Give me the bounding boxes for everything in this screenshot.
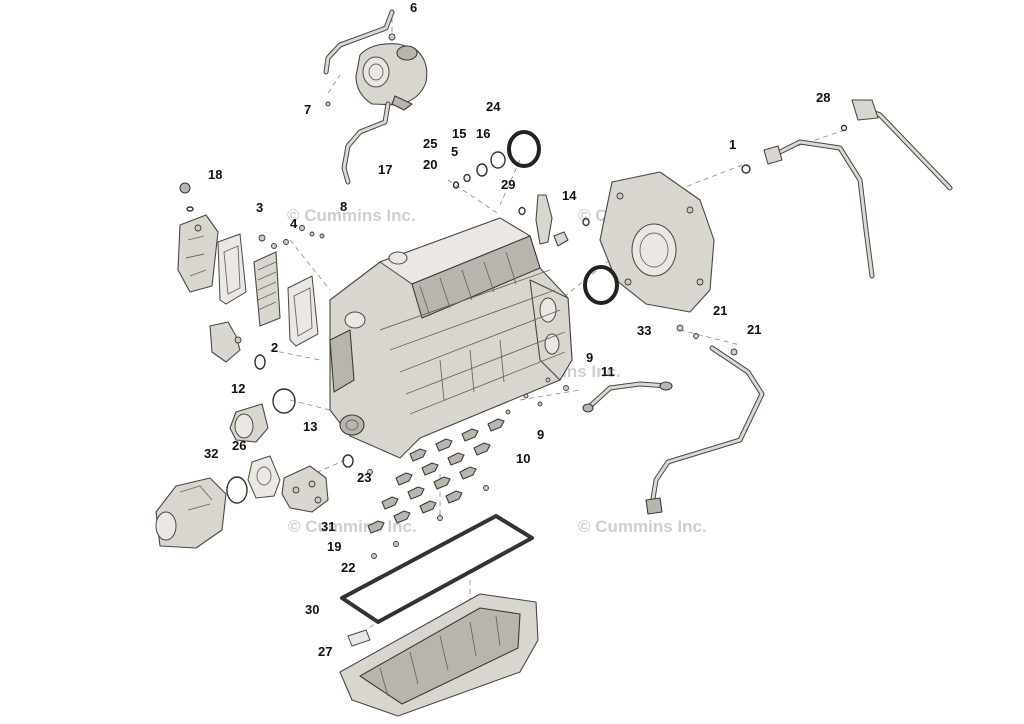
callout-27: 27 bbox=[318, 644, 332, 659]
water-pump-assembly bbox=[209, 321, 296, 443]
nozzle-fitting bbox=[393, 510, 411, 524]
nozzle-fitting bbox=[409, 448, 427, 462]
nozzle-fitting bbox=[461, 428, 479, 442]
callout-6: 6 bbox=[410, 0, 417, 15]
callout-31: 31 bbox=[321, 519, 335, 534]
nozzle-fitting bbox=[407, 486, 425, 500]
callout-3: 3 bbox=[256, 200, 263, 215]
callout-29: 29 bbox=[501, 177, 515, 192]
callout-5: 5 bbox=[451, 144, 458, 159]
callout-4: 4 bbox=[290, 216, 298, 231]
callout-12: 12 bbox=[231, 381, 245, 396]
nozzle-fitting bbox=[421, 462, 439, 476]
nozzle-bolt bbox=[371, 553, 377, 559]
callout-17: 17 bbox=[378, 162, 392, 177]
nozzle-fitting bbox=[419, 500, 437, 514]
nozzle-fitting bbox=[395, 472, 413, 486]
callout-21-right: 21 bbox=[747, 322, 761, 337]
nozzle-bolt bbox=[367, 469, 373, 475]
nozzle-fitting bbox=[459, 466, 477, 480]
dipstick-assembly bbox=[741, 99, 953, 279]
oil-cooler-assembly bbox=[177, 182, 325, 347]
callout-18: 18 bbox=[208, 167, 222, 182]
callout-23: 23 bbox=[357, 470, 371, 485]
nozzle-fitting bbox=[435, 438, 453, 452]
callout-8: 8 bbox=[340, 199, 347, 214]
callout-7: 7 bbox=[304, 102, 311, 117]
callout-30: 30 bbox=[305, 602, 319, 617]
callout-15: 15 bbox=[452, 126, 466, 141]
callout-10: 10 bbox=[516, 451, 530, 466]
nozzle-fitting bbox=[447, 452, 465, 466]
nozzle-fitting bbox=[445, 490, 463, 504]
nozzle-bolt bbox=[437, 515, 443, 521]
callout-33: 33 bbox=[637, 323, 651, 338]
callout-11: 11 bbox=[601, 364, 615, 379]
callout-14: 14 bbox=[562, 188, 577, 203]
callout-28: 28 bbox=[816, 90, 830, 105]
watermark-bottom-right: © Cummins Inc. bbox=[578, 517, 707, 536]
callout-25: 25 bbox=[423, 136, 437, 151]
callout-13: 13 bbox=[303, 419, 317, 434]
nozzle-bolt bbox=[483, 485, 489, 491]
nozzle-fitting bbox=[487, 418, 505, 432]
watermark-bottom-left: © Cummins Inc. bbox=[288, 517, 417, 536]
piston-cooling-nozzles bbox=[367, 418, 505, 559]
oil-return-tube bbox=[645, 324, 765, 515]
nozzle-fitting bbox=[473, 442, 491, 456]
callout-9-lower: 9 bbox=[537, 427, 544, 442]
callout-16: 16 bbox=[476, 126, 490, 141]
engine-block bbox=[329, 217, 573, 459]
callout-26: 26 bbox=[232, 438, 246, 453]
callout-21-left: 21 bbox=[713, 303, 727, 318]
fuel-pump-assembly bbox=[155, 454, 354, 549]
callout-19: 19 bbox=[327, 539, 341, 554]
callout-1: 1 bbox=[729, 137, 736, 152]
callout-32: 32 bbox=[204, 446, 218, 461]
callout-9-upper: 9 bbox=[586, 350, 593, 365]
callout-24: 24 bbox=[486, 99, 501, 114]
callout-20: 20 bbox=[423, 157, 437, 172]
nozzle-fitting bbox=[381, 496, 399, 510]
callout-labels: 1 2 3 4 5 6 7 8 9 9 10 11 12 13 14 15 16… bbox=[204, 0, 830, 659]
watermark-top-left: © Cummins Inc. bbox=[287, 206, 416, 225]
nozzle-bolt bbox=[393, 541, 399, 547]
callout-2: 2 bbox=[271, 340, 278, 355]
turbocharger-assembly bbox=[323, 9, 428, 185]
oil-pan-assembly bbox=[339, 514, 539, 717]
nozzle-fitting bbox=[433, 476, 451, 490]
nozzle-fitting bbox=[367, 520, 385, 534]
upper-seals bbox=[452, 130, 590, 247]
callout-22: 22 bbox=[341, 560, 355, 575]
flywheel-housing bbox=[583, 171, 715, 313]
oil-supply-line bbox=[505, 377, 673, 415]
